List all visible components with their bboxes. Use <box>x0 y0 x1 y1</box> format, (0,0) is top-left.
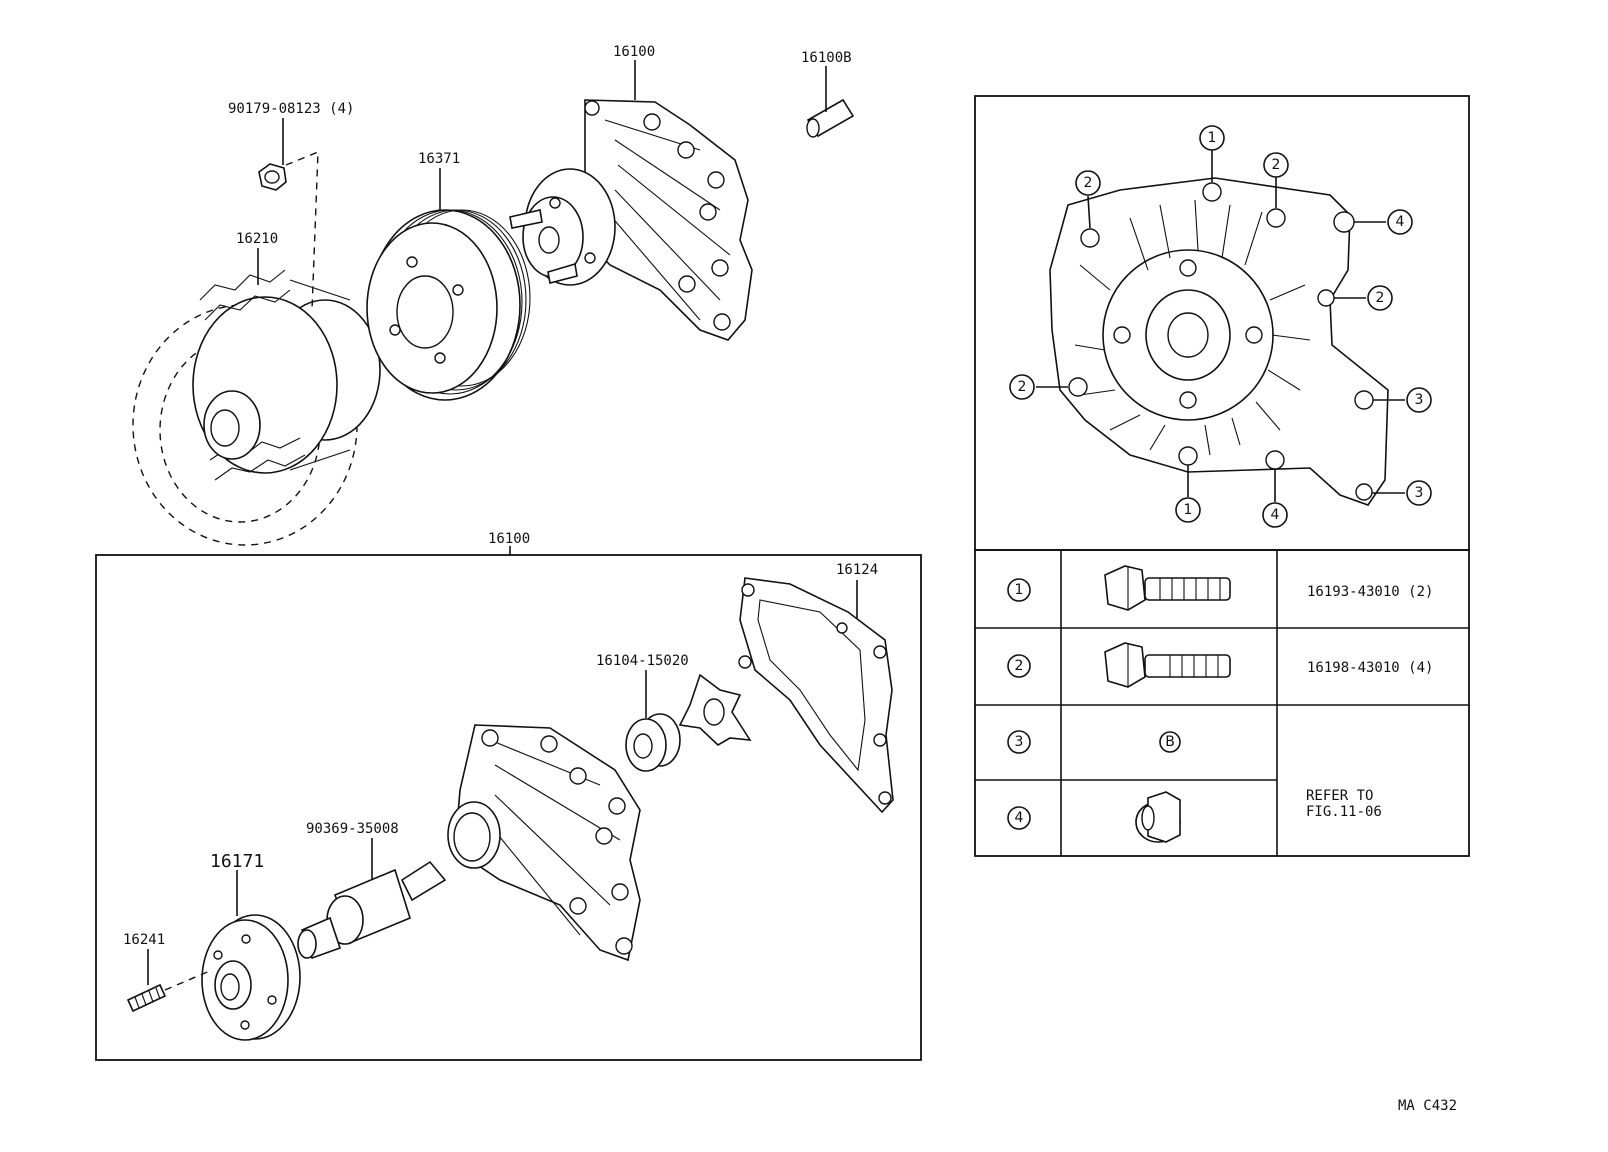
label-16104-15020: 16104-15020 <box>596 653 689 669</box>
detail-leaders <box>1036 150 1405 502</box>
svg-text:4: 4 <box>1015 810 1024 826</box>
svg-text:1: 1 <box>1208 130 1217 146</box>
label-16210: 16210 <box>236 231 278 247</box>
stud-16241 <box>126 969 213 1013</box>
svg-text:3: 3 <box>1415 485 1424 501</box>
flange-bolt-long-icon <box>1104 565 1231 611</box>
svg-text:B: B <box>1165 734 1175 750</box>
svg-text:1: 1 <box>1015 582 1024 598</box>
hub-16171 <box>201 914 301 1041</box>
callout-4-upper-right: 4 <box>1387 209 1413 235</box>
sub-assembly-frame <box>95 554 922 1061</box>
legend-part-16193-43010: 16193-43010 (2) <box>1307 584 1433 600</box>
figure-code: MA C432 <box>1398 1098 1457 1114</box>
legend-table: 1 16193-43010 (2) 2 16198-43010 (4) 3 <box>974 549 1470 857</box>
detail-pump-flange <box>1049 177 1389 506</box>
label-16100B: 16100B <box>801 50 852 66</box>
impeller <box>678 673 752 746</box>
flange-nut-icon <box>1135 791 1181 843</box>
legend-part-16198-43010: 16198-43010 (4) <box>1307 660 1433 676</box>
label-16171: 16171 <box>210 851 264 872</box>
leader-lines <box>147 60 858 985</box>
svg-text:2: 2 <box>1272 157 1281 173</box>
bearing-90369-35008 <box>297 860 447 960</box>
svg-text:2: 2 <box>1084 175 1093 191</box>
svg-text:1: 1 <box>1184 502 1193 518</box>
callout-2-top: 2 <box>1263 152 1289 178</box>
legend-row-1: 1 16193-43010 (2) <box>1007 565 1433 611</box>
svg-text:2: 2 <box>1015 658 1024 674</box>
flange-bolt-short-icon <box>1104 642 1231 688</box>
refer-to-line1: REFER TO <box>1306 788 1373 804</box>
water-pump-16100-assembly <box>509 99 753 341</box>
label-16241: 16241 <box>123 932 165 948</box>
label-16100-box: 16100 <box>488 531 530 547</box>
callout-3-lower-right: 3 <box>1406 480 1432 506</box>
callout-4-bottom: 4 <box>1262 502 1288 528</box>
gasket-16124 <box>738 577 894 814</box>
detail-callouts: 1 2 2 4 2 2 3 3 1 4 <box>1009 125 1432 528</box>
svg-text:3: 3 <box>1015 734 1024 750</box>
legend-row-4: 4 <box>1007 791 1181 843</box>
dowel-pin-16100B <box>806 98 855 138</box>
seal-16104-15020 <box>625 713 681 772</box>
callout-2-right: 2 <box>1367 285 1393 311</box>
label-16124: 16124 <box>836 562 878 578</box>
legend-row-3: 3 B <box>1007 730 1181 754</box>
svg-text:2: 2 <box>1376 290 1385 306</box>
svg-text:4: 4 <box>1271 507 1280 523</box>
callout-3-right: 3 <box>1406 387 1432 413</box>
legend-row-2: 2 16198-43010 (4) <box>1007 642 1433 688</box>
callout-2-left: 2 <box>1009 374 1035 400</box>
label-16100-top: 16100 <box>613 44 655 60</box>
callout-1-bottom: 1 <box>1175 497 1201 523</box>
callout-1-top: 1 <box>1199 125 1225 151</box>
label-90369-35008: 90369-35008 <box>306 821 399 837</box>
svg-text:4: 4 <box>1396 214 1405 230</box>
callout-2-upper-left: 2 <box>1075 170 1101 196</box>
fan-clutch-16210 <box>132 269 381 546</box>
refer-to-line2: FIG.11-06 <box>1306 804 1382 820</box>
label-16371: 16371 <box>418 151 460 167</box>
svg-text:2: 2 <box>1018 379 1027 395</box>
pulley-16371 <box>366 209 531 401</box>
b-symbol-icon: B <box>1159 731 1181 753</box>
flange-nut-90179 <box>258 150 319 311</box>
water-pump-body <box>447 724 641 962</box>
svg-text:3: 3 <box>1415 392 1424 408</box>
label-90179-08123: 90179-08123 (4) <box>228 101 354 117</box>
